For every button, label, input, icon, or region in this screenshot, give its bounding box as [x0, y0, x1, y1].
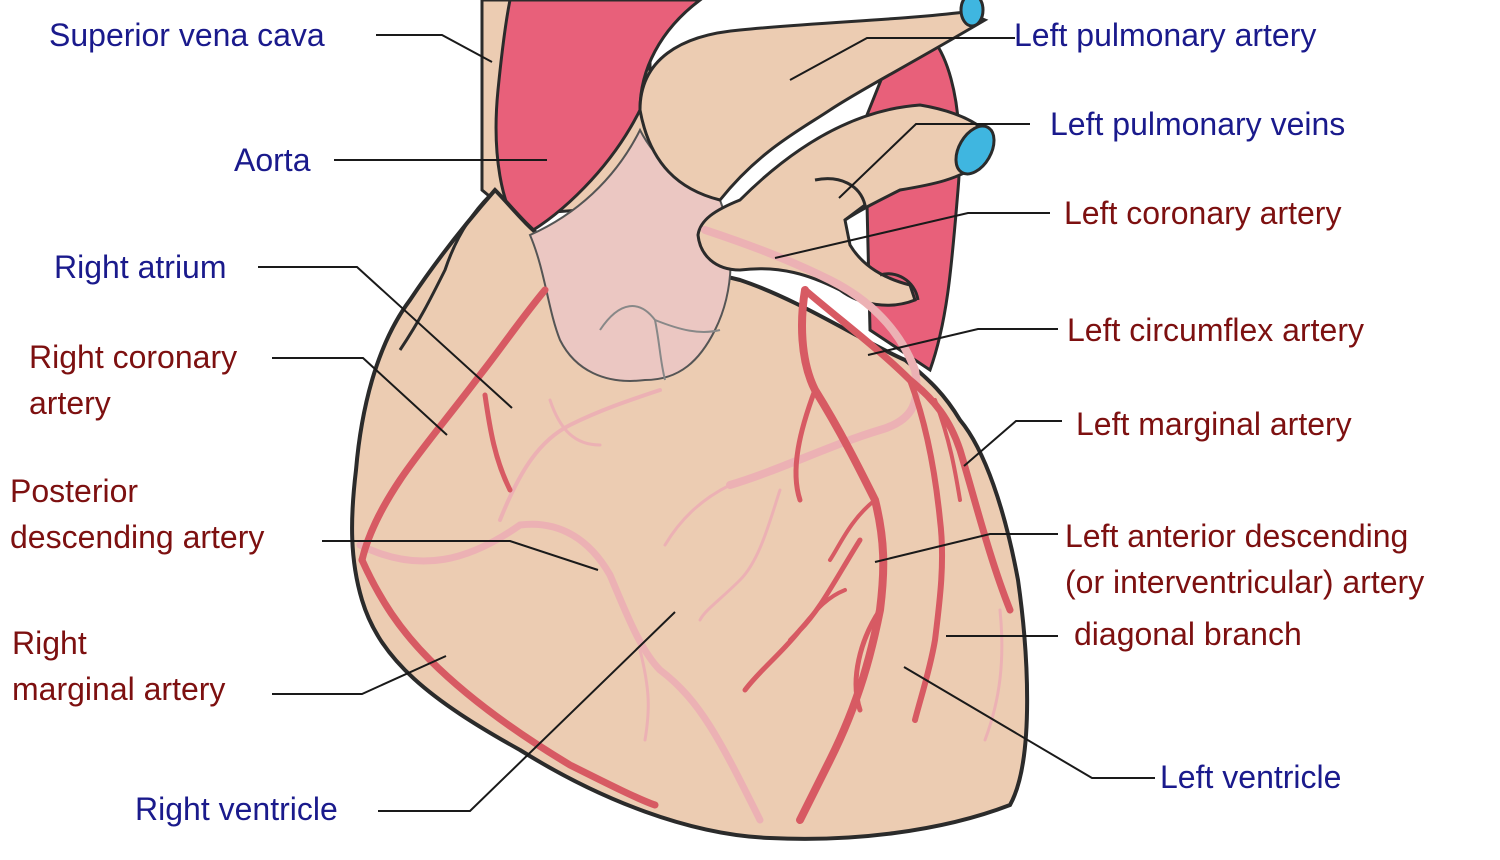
leader-left-marginal [963, 420, 1062, 467]
leader-left-pulmonary-veins [838, 123, 1030, 199]
label-left-marginal-artery: Left marginal artery [1076, 406, 1352, 442]
leader-right-coronary [272, 357, 448, 436]
pulmonary-artery-lumen [959, 0, 985, 28]
coronary-arteries [358, 286, 1014, 824]
label-right-marginal-line2: marginal artery [12, 671, 226, 707]
leader-right-atrium [258, 266, 513, 409]
leader-left-pulmonary-artery [789, 37, 1015, 81]
label-right-atrium: Right atrium [54, 249, 227, 285]
label-left-pulmonary-veins: Left pulmonary veins [1050, 106, 1346, 142]
leader-right-ventricle [378, 611, 676, 812]
label-posterior-descending-line1: Posterior [10, 473, 139, 509]
label-right-coronary-artery-line1: Right coronary [29, 339, 238, 375]
leader-left-ventricle [903, 666, 1155, 779]
leader-left-anterior-descending [874, 533, 1058, 563]
pulmonary-valve-lines [599, 305, 721, 381]
label-left-pulmonary-artery: Left pulmonary artery [1014, 17, 1317, 53]
label-posterior-descending-line2: descending artery [10, 519, 265, 555]
leader-lines [258, 34, 1155, 812]
pulmonary-vein-lumen [954, 124, 996, 176]
label-right-marginal-line1: Right [12, 625, 87, 661]
posterior-vessels [356, 226, 1004, 824]
label-right-coronary-artery-line2: artery [29, 385, 111, 421]
pulmonary-trunk-shape [528, 127, 732, 382]
left-pulmonary-artery-shape [638, 10, 989, 202]
vein-stubs [814, 177, 920, 301]
leader-left-coronary [774, 212, 1050, 259]
label-diagonal-branch: diagonal branch [1074, 616, 1302, 652]
leader-right-marginal [272, 655, 447, 695]
label-left-coronary-artery: Left coronary artery [1064, 195, 1342, 231]
label-left-circumflex-artery: Left circumflex artery [1067, 312, 1364, 348]
right-atrium-edge [398, 193, 492, 351]
leader-left-circumflex [867, 328, 1058, 356]
leader-posterior-descending [322, 540, 599, 571]
leader-superior-vena-cava [376, 34, 493, 63]
label-left-anterior-descending-line2: (or interventricular) artery [1065, 564, 1425, 600]
label-right-ventricle: Right ventricle [135, 791, 338, 827]
label-left-anterior-descending-line1: Left anterior descending [1065, 518, 1409, 554]
label-left-ventricle: Left ventricle [1160, 759, 1342, 795]
label-aorta: Aorta [234, 142, 311, 178]
label-superior-vena-cava: Superior vena cava [49, 17, 325, 53]
